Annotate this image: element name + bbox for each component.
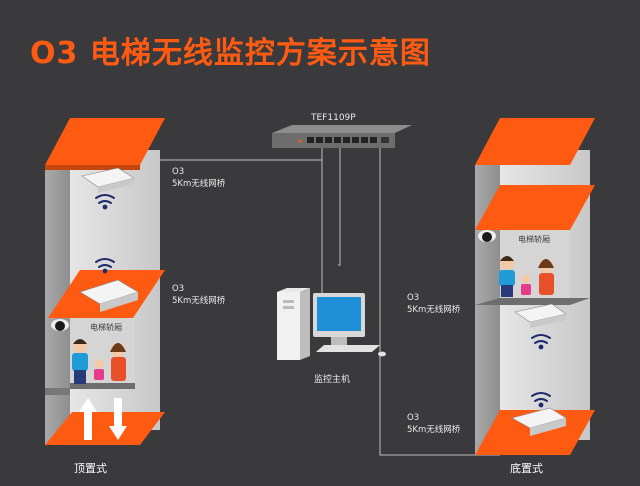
left-shaft-bottom-cap (45, 412, 165, 445)
bridge-range-text: 5Km无线网桥 (407, 425, 461, 435)
bridge-label-left-car: O3 5Km无线网桥 (172, 283, 225, 307)
bridge-range-text: 5Km无线网桥 (172, 296, 226, 306)
cable-right-bottom-bridge (379, 145, 500, 456)
bridge-range-text: 5Km无线网桥 (172, 179, 226, 189)
wifi-signal-icon (95, 258, 115, 274)
switch-model-label: TEF1109P (311, 113, 356, 123)
left-shaft-caption: 顶置式 (74, 462, 107, 475)
right-car-label: 电梯轿厢 (518, 235, 550, 244)
camera-icon (51, 319, 69, 331)
passengers-right (499, 256, 554, 297)
bridge-range-text: 5Km无线网桥 (407, 305, 461, 315)
left-elevator-shaft (45, 118, 165, 445)
wifi-signal-icon (531, 392, 551, 408)
host-label: 监控主机 (314, 375, 351, 385)
right-elevator-shaft (475, 118, 595, 455)
bridge-model-text: O3 (172, 167, 185, 177)
left-car-label: 电梯轿厢 (90, 323, 122, 332)
camera-icon (478, 230, 496, 242)
bridge-label-right-car: O3 5Km无线网桥 (407, 292, 460, 316)
up-down-arrows-icon (79, 398, 127, 440)
bridge-model-text: O3 (172, 284, 185, 294)
wifi-signal-icon (531, 334, 551, 350)
bridge-device-right-bottom (511, 407, 567, 436)
bridge-label-left-top: O3 5Km无线网桥 (172, 166, 225, 190)
bridge-model-text: O3 (407, 293, 420, 303)
passengers-left (72, 339, 126, 384)
bridge-device-right-car (514, 303, 567, 328)
right-car-roof (475, 185, 595, 230)
left-shaft-top-cap (45, 118, 165, 165)
right-shaft-caption: 底置式 (510, 462, 543, 475)
bridge-device-left-car (79, 279, 139, 312)
wifi-signal-icon (95, 194, 115, 210)
bridge-label-right-bottom: O3 5Km无线网桥 (407, 412, 460, 436)
cable-host-2 (338, 145, 341, 266)
network-switch (272, 125, 412, 148)
monitoring-host-computer (277, 288, 386, 360)
right-shaft-top-cap (475, 118, 595, 165)
bridge-device-left-top (81, 167, 135, 193)
page-title: O3 电梯无线监控方案示意图 (30, 36, 431, 71)
bridge-model-text: O3 (407, 413, 420, 423)
